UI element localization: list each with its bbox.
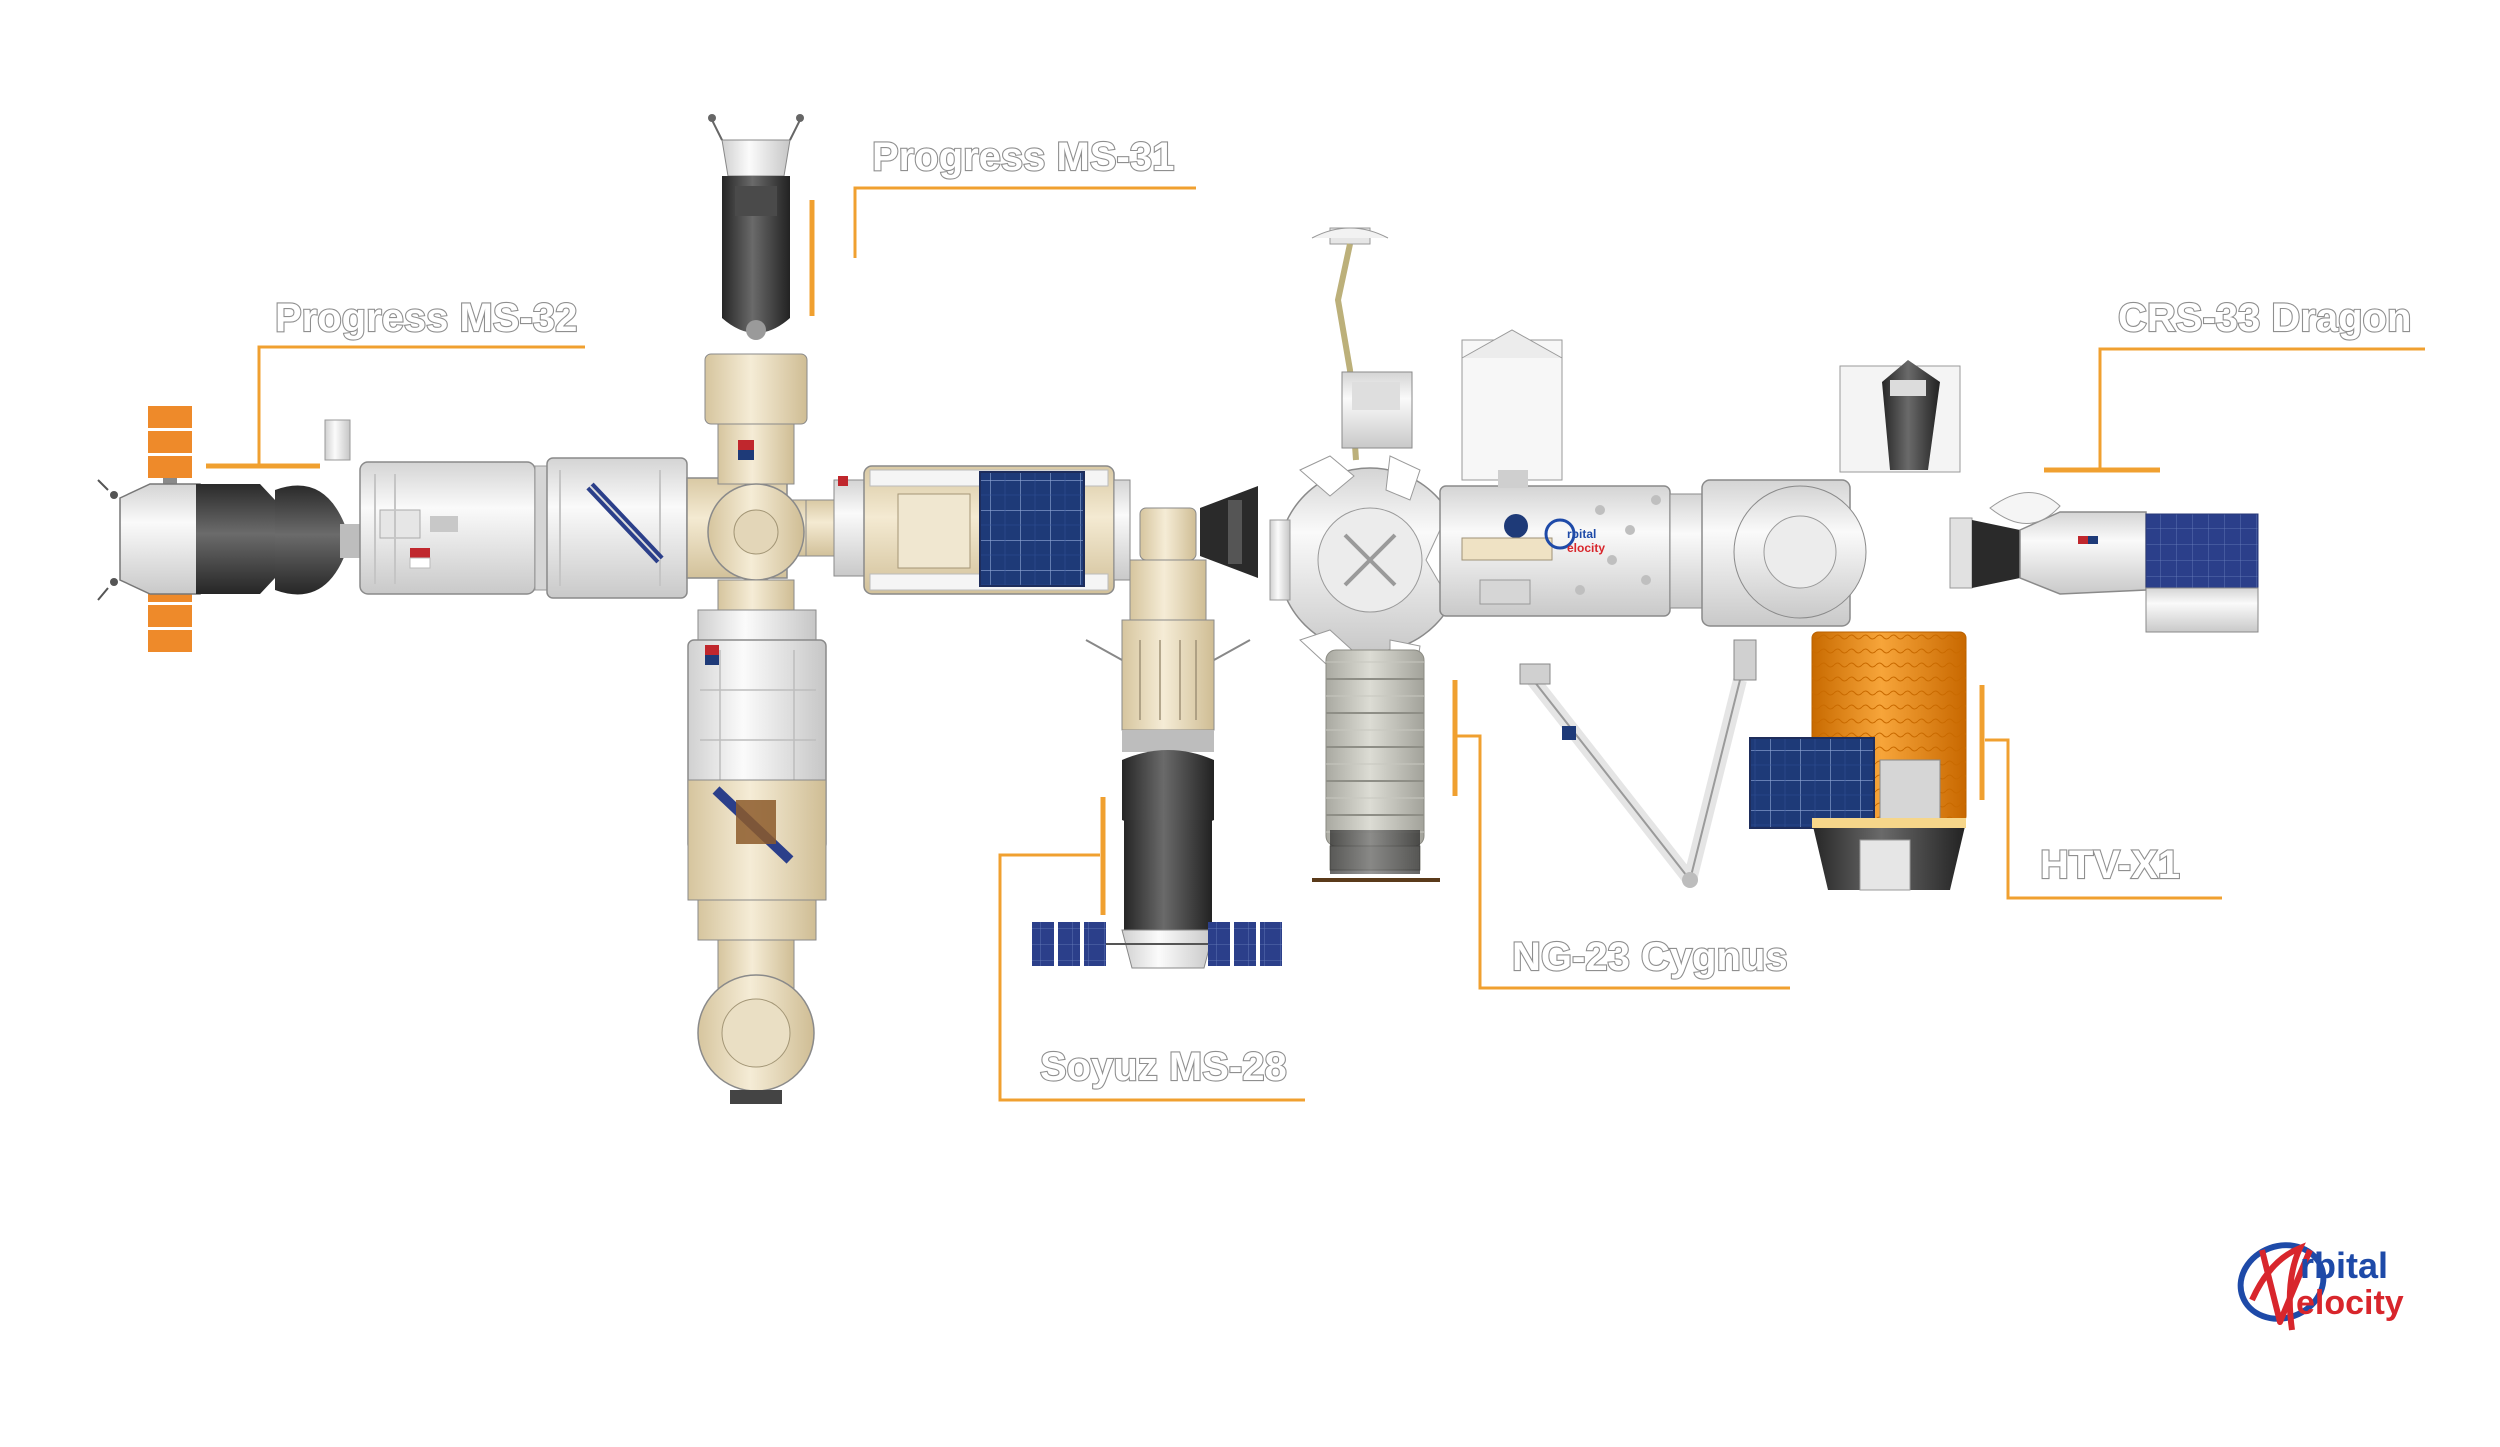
progress-ms32-solar-array-top — [148, 406, 192, 478]
label-progress-ms31: Progress MS-31 — [872, 135, 1174, 179]
pma-adapter-right — [1950, 518, 2020, 588]
prichal-lower-stack — [688, 580, 826, 1104]
destiny-lab-module: rbital elocity — [1440, 330, 1670, 616]
unity-node-with-canadarm-base — [1270, 228, 1462, 672]
label-crs33-dragon: CRS-33 Dragon — [2118, 296, 2411, 340]
leader-progress-ms31 — [855, 188, 1196, 258]
logo-line1: rbital — [2300, 1245, 2388, 1286]
logo-line2: elocity — [2296, 1284, 2404, 1322]
svg-text:rbital: rbital — [1567, 527, 1596, 541]
soyuz-ms28-solar-left — [1032, 922, 1106, 966]
leader-crs33 — [2100, 349, 2425, 470]
harmony-node-section — [1670, 360, 1960, 626]
ng23-cygnus-vehicle — [1312, 650, 1440, 880]
rassvet-like-module — [806, 466, 1130, 594]
label-soyuz-ms28: Soyuz MS-28 — [1040, 1045, 1287, 1089]
leader-progress-ms32 — [259, 347, 585, 465]
poisk-and-node-stack — [705, 354, 807, 580]
htv-x1-vehicle — [1750, 632, 1966, 890]
progress-ms31-vehicle — [708, 114, 804, 340]
label-ng23-cygnus: NG-23 Cygnus — [1512, 935, 1788, 979]
svg-text:elocity: elocity — [1567, 541, 1605, 555]
crs33-dragon-vehicle — [1990, 492, 2258, 632]
progress-ms32-vehicle — [98, 406, 360, 652]
label-progress-ms32: Progress MS-32 — [275, 296, 577, 340]
orbital-velocity-logo: rbital elocity — [2230, 1234, 2404, 1330]
pma-adapter-left — [1200, 486, 1258, 578]
canadarm2 — [1520, 640, 1756, 888]
soyuz-ms28-solar-right — [1208, 922, 1282, 966]
label-htv-x1: HTV-X1 — [2040, 843, 2180, 887]
